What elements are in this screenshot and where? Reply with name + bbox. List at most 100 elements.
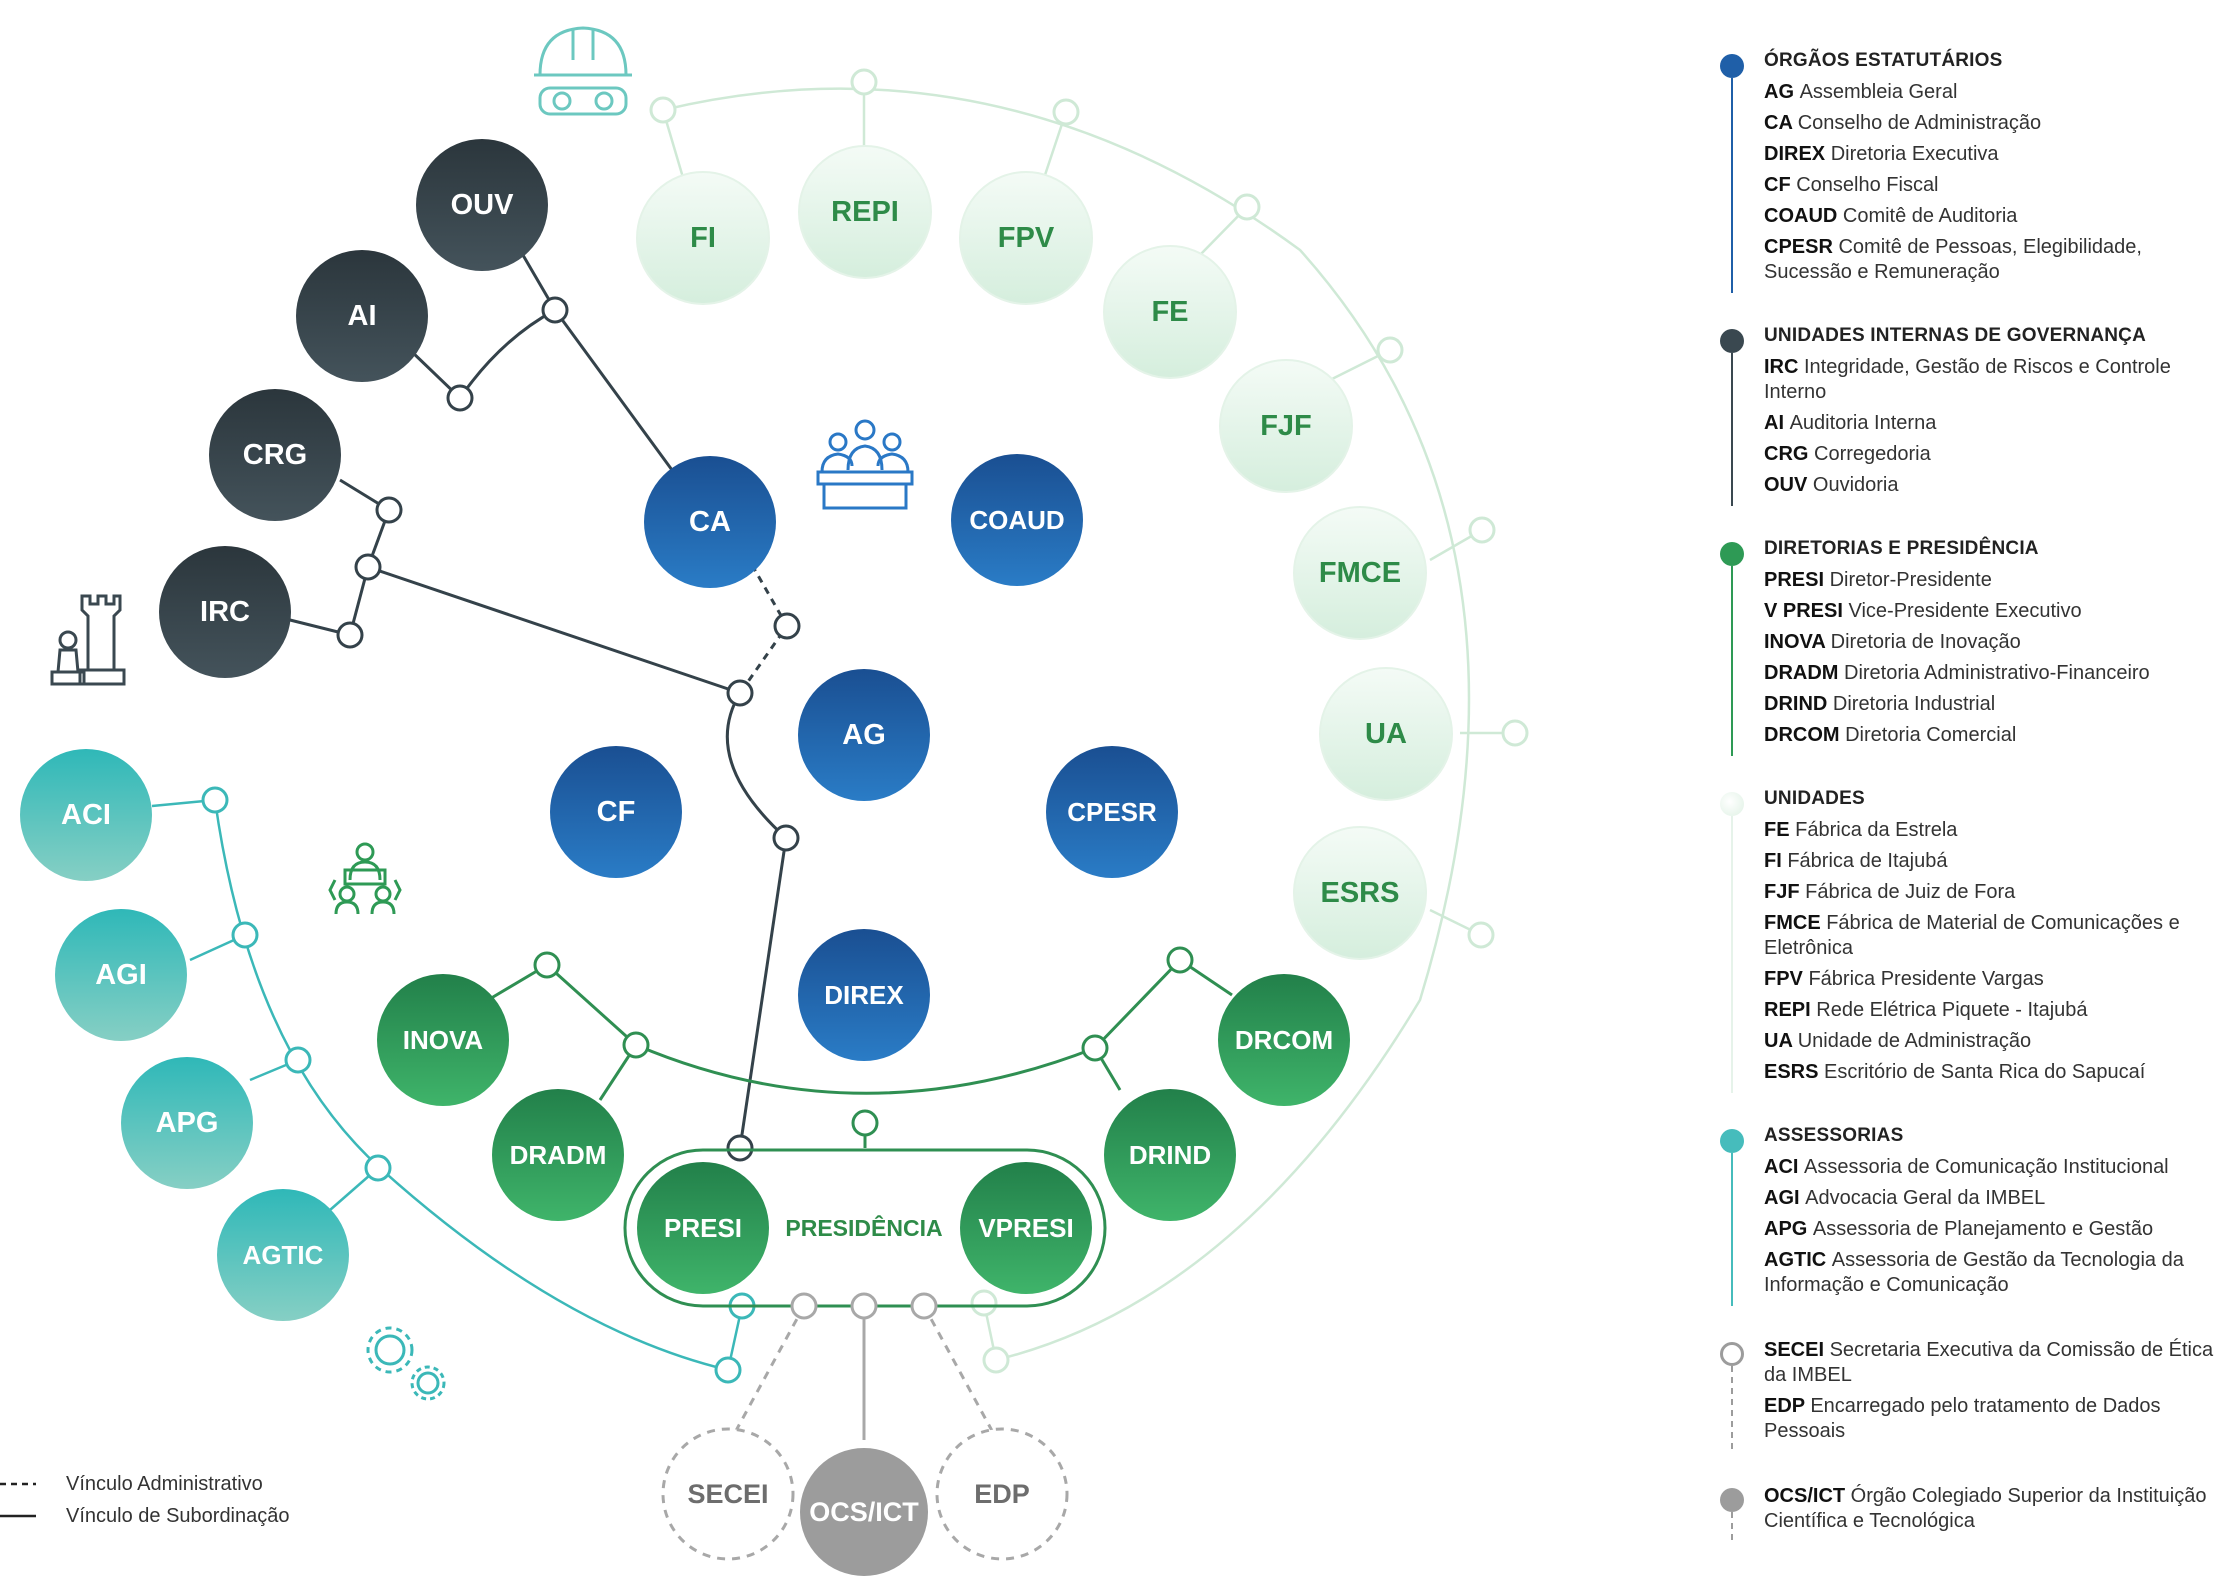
legend-item: AGI Advocacia Geral da IMBEL <box>1764 1187 2046 1209</box>
node-aci[interactable]: ACI <box>20 749 152 881</box>
node-ocs-ict[interactable]: OCS/ICT <box>800 1448 928 1576</box>
governance-junctions <box>336 296 801 1162</box>
node-label: CF <box>597 796 636 828</box>
legend-title: ASSESSORIAS <box>1764 1125 1904 1146</box>
node-presi[interactable]: PRESI <box>637 1162 769 1294</box>
node-circle <box>550 746 682 878</box>
legend-item: V PRESI Vice-Presidente Executivo <box>1764 600 2082 622</box>
node-circle <box>637 1162 769 1294</box>
node-label: UA <box>1365 718 1407 750</box>
node-circle <box>1103 245 1237 379</box>
link-legend: Vínculo Administrativo Vínculo de Subord… <box>0 1468 290 1532</box>
node-ag[interactable]: AG <box>798 669 930 801</box>
node-agtic[interactable]: AGTIC <box>217 1189 349 1321</box>
solid-line-icon <box>0 1514 36 1518</box>
legend-section: UNIDADES INTERNAS DE GOVERNANÇA IRC Integ… <box>1720 325 2220 506</box>
node-label: CA <box>689 506 731 538</box>
legend-item: APG Assessoria de Planejamento e Gestão <box>1764 1218 2154 1240</box>
node-direx[interactable]: DIREX <box>798 929 930 1061</box>
node-crg[interactable]: CRG <box>209 389 341 521</box>
node-circle <box>1218 974 1350 1106</box>
node-circle <box>55 909 187 1041</box>
node-label: DRADM <box>510 1140 607 1170</box>
bottom-dashed <box>730 1305 998 1439</box>
node-drcom[interactable]: DRCOM <box>1218 974 1350 1106</box>
node-label: AGTIC <box>243 1240 324 1270</box>
legend-title: UNIDADES INTERNAS DE GOVERNANÇA <box>1764 325 2147 346</box>
legend-section: SECEI Secretaria Executiva da Comissão d… <box>1720 1338 2220 1452</box>
node-label: IRC <box>200 596 250 628</box>
legend-item: ACI Assessoria de Comunicação Institucio… <box>1764 1156 2169 1178</box>
engineer-helmet-icon <box>534 26 632 116</box>
node-agi[interactable]: AGI <box>55 909 187 1041</box>
node-coaud[interactable]: COAUD <box>951 454 1083 586</box>
legend-line <box>1731 78 1733 293</box>
node-circle <box>1293 826 1427 960</box>
node-irc[interactable]: IRC <box>159 546 291 678</box>
node-fmce[interactable]: FMCE <box>1293 506 1427 640</box>
legend-title: UNIDADES <box>1764 788 1865 809</box>
node-cf[interactable]: CF <box>550 746 682 878</box>
node-fpv[interactable]: FPV <box>959 171 1093 305</box>
node-apg[interactable]: APG <box>121 1057 253 1189</box>
node-label: FMCE <box>1319 557 1401 589</box>
node-label: VPRESI <box>978 1213 1073 1243</box>
node-fi[interactable]: FI <box>636 171 770 305</box>
node-fjf[interactable]: FJF <box>1219 359 1353 493</box>
node-circle <box>644 456 776 588</box>
legend-item: CRG Corregedoria <box>1764 443 1931 465</box>
node-label: SECEI <box>687 1479 768 1509</box>
node-ua[interactable]: UA <box>1319 667 1453 801</box>
bottom-junctions <box>790 1292 938 1320</box>
node-circle <box>636 171 770 305</box>
node-label: OCS/ICT <box>809 1497 919 1527</box>
node-circle <box>1293 506 1427 640</box>
node-label: AGI <box>95 959 147 991</box>
node-label: ESRS <box>1321 877 1400 909</box>
node-label: APG <box>156 1107 219 1139</box>
legend-marker-icon <box>1720 1342 1744 1366</box>
legend-item: UA Unidade de Administração <box>1764 1030 2032 1052</box>
legend-section: ASSESSORIAS ACI Assessoria de Comunicação… <box>1720 1125 2220 1306</box>
legend-line <box>1731 566 1733 756</box>
node-label: AG <box>842 719 886 751</box>
node-fe[interactable]: FE <box>1103 245 1237 379</box>
legend-marker-icon <box>1720 1129 1744 1153</box>
node-label: REPI <box>831 196 899 228</box>
node-ouv[interactable]: OUV <box>416 139 548 271</box>
node-esrs[interactable]: ESRS <box>1293 826 1427 960</box>
node-edp[interactable]: EDP <box>935 1427 1069 1561</box>
node-ai[interactable]: AI <box>296 250 428 382</box>
node-ca[interactable]: CA <box>644 456 776 588</box>
director-junctions <box>533 946 1194 1137</box>
node-cpesr[interactable]: CPESR <box>1046 746 1178 878</box>
legend-title: ÓRGÃOS ESTATUTÁRIOS <box>1764 50 2003 71</box>
units-junctions <box>649 68 1529 1374</box>
node-inova[interactable]: INOVA <box>377 974 509 1106</box>
node-circle <box>1104 1089 1236 1221</box>
node-label: FI <box>690 222 716 254</box>
node-circle <box>416 139 548 271</box>
legend-item: AI Auditoria Interna <box>1764 412 1937 434</box>
legend-item: FMCE Fábrica de Material de Comunicações… <box>1764 912 2180 959</box>
node-label: CRG <box>243 439 307 471</box>
legend-item: SECEI Secretaria Executiva da Comissão d… <box>1764 1339 2214 1386</box>
node-drind[interactable]: DRIND <box>1104 1089 1236 1221</box>
legend-line <box>1731 353 1733 506</box>
chess-icon <box>50 594 126 686</box>
legend-marker-icon <box>1720 542 1744 566</box>
node-circle <box>1319 667 1453 801</box>
node-secei[interactable]: SECEI <box>661 1427 795 1561</box>
node-dradm[interactable]: DRADM <box>492 1089 624 1221</box>
legend-title: DIRETORIAS E PRESIDÊNCIA <box>1764 538 2039 559</box>
node-vpresi[interactable]: VPRESI <box>960 1162 1092 1294</box>
node-label: DIREX <box>824 980 904 1010</box>
node-circle <box>1219 359 1353 493</box>
node-repi[interactable]: REPI <box>798 145 932 279</box>
legend-item: IRC Integridade, Gestão de Riscos e Cont… <box>1764 356 2171 403</box>
legend-item: CPESR Comitê de Pessoas, Elegibilidade, … <box>1764 236 2142 283</box>
node-circle <box>217 1189 349 1321</box>
gears-icon <box>366 1326 446 1401</box>
